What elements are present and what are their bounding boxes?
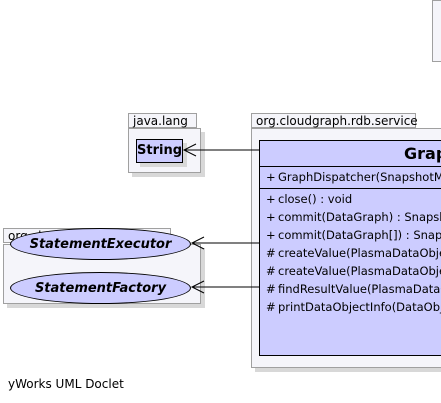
visibility-marker: +: [266, 192, 276, 206]
method-row[interactable]: +commit(DataGraph) : Snapsho: [266, 209, 441, 225]
ellipse-statement-executor[interactable]: StatementExecutor: [10, 228, 191, 260]
arrowhead-statement-executor: [190, 236, 205, 250]
member-signature: findResultValue(PlasmaDataC: [278, 282, 441, 296]
method-row[interactable]: +commit(DataGraph[]) : Snapsh: [266, 227, 441, 243]
method-row[interactable]: #findResultValue(PlasmaDataC: [266, 281, 441, 297]
visibility-marker: #: [266, 246, 276, 260]
package-tab-rdb-service: org.cloudgraph.rdb.service: [251, 113, 418, 128]
visibility-marker: #: [266, 300, 276, 314]
interface-name-statement-executor: StatementExecutor: [29, 236, 172, 252]
footer-text: yWorks UML Doclet: [8, 377, 124, 391]
member-signature: commit(DataGraph[]) : Snapsh: [278, 228, 441, 242]
class-string[interactable]: String: [136, 139, 183, 163]
visibility-marker: +: [266, 210, 276, 224]
constructor-row[interactable]: +GraphDispatcher(SnapshotMa: [266, 169, 441, 185]
member-signature: createValue(PlasmaDataObjec: [278, 264, 441, 278]
method-row[interactable]: #printDataObjectInfo(DataObjec: [266, 299, 441, 315]
class-divider: [260, 188, 441, 189]
ellipse-statement-factory[interactable]: StatementFactory: [10, 272, 191, 304]
arrowhead-string: [182, 143, 197, 157]
method-row[interactable]: #createValue(PlasmaDataObjec: [266, 263, 441, 279]
arrowhead-statement-factory: [190, 280, 205, 294]
visibility-marker: #: [266, 282, 276, 296]
package-label-rdb-service: org.cloudgraph.rdb.service: [256, 114, 418, 128]
method-row[interactable]: +close() : void: [266, 191, 352, 207]
member-signature: printDataObjectInfo(DataObjec: [278, 300, 441, 314]
class-name-string: String: [137, 143, 183, 158]
class-name-graph-dispatcher: Grap: [404, 144, 441, 163]
visibility-marker: +: [266, 170, 276, 184]
class-graph-dispatcher[interactable]: Grap +GraphDispatcher(SnapshotMa +close(…: [259, 140, 441, 356]
member-signature: GraphDispatcher(SnapshotMa: [278, 170, 441, 184]
package-tab-java-lang: java.lang: [128, 113, 197, 128]
class-divider: [260, 166, 441, 167]
visibility-marker: #: [266, 264, 276, 278]
member-signature: commit(DataGraph) : Snapsho: [278, 210, 441, 224]
interface-name-statement-factory: StatementFactory: [34, 280, 167, 296]
package-label-java-lang: java.lang: [133, 114, 188, 128]
method-row[interactable]: #createValue(PlasmaDataObjec: [266, 245, 441, 261]
member-signature: close() : void: [278, 192, 353, 206]
visibility-marker: +: [266, 228, 276, 242]
member-signature: createValue(PlasmaDataObjec: [278, 246, 441, 260]
package-fragment-top-right: [432, 0, 441, 62]
